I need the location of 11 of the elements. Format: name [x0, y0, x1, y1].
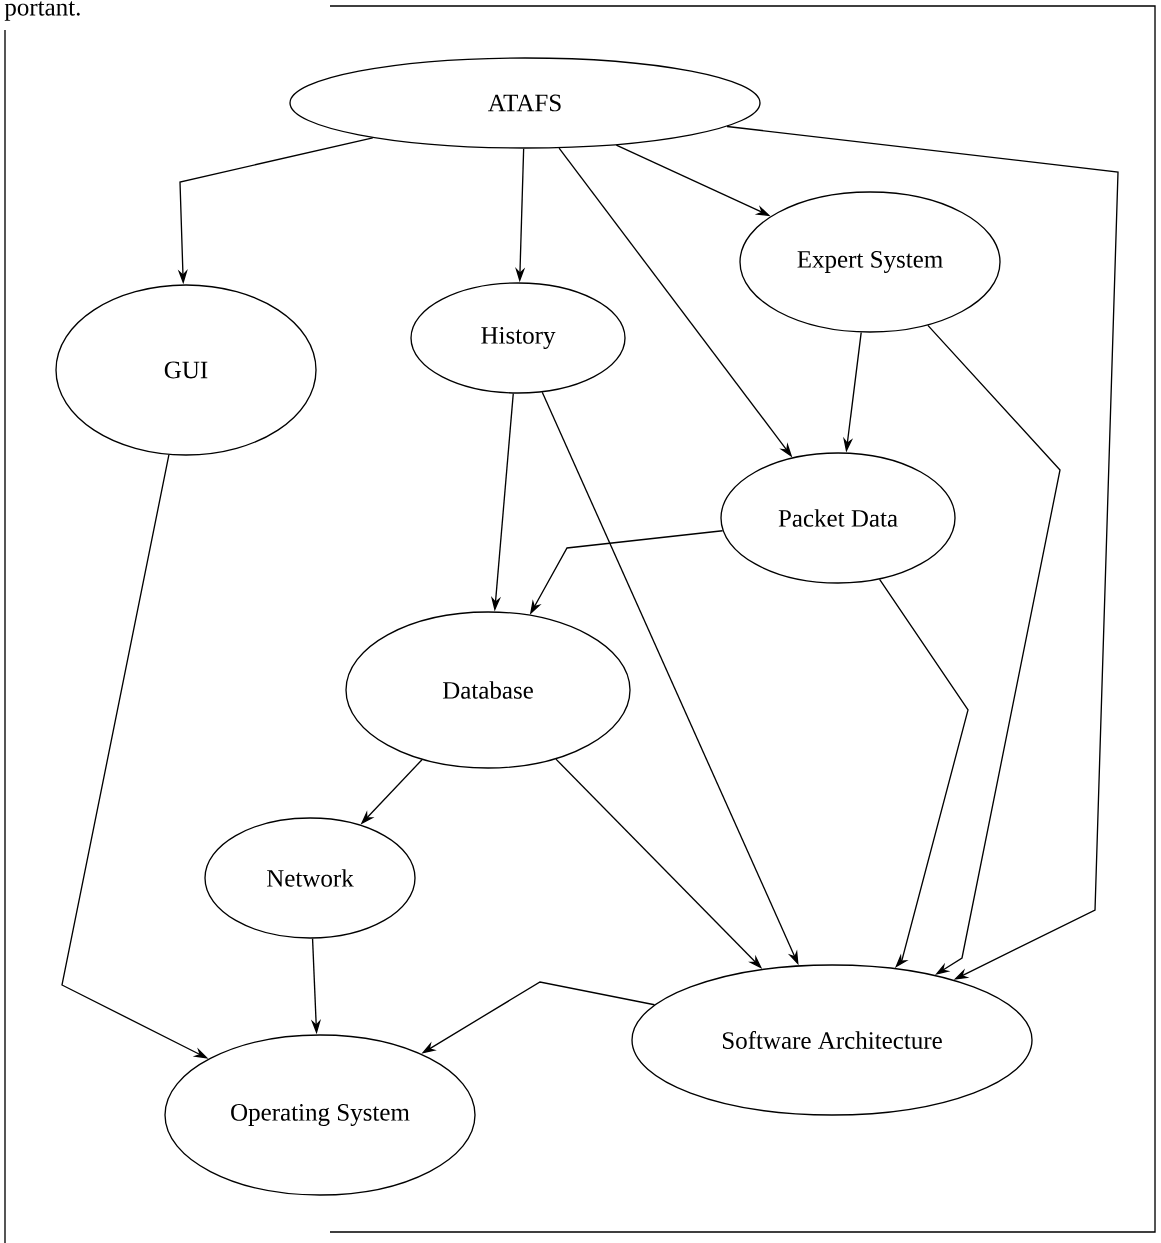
ellipse-node: ATAFS	[289, 57, 761, 149]
ellipse-node: Packet Data	[720, 452, 956, 584]
ellipse-node: Database	[345, 611, 631, 769]
ellipse-node: GUI	[55, 284, 317, 456]
arrow	[726, 125, 1119, 980]
ellipse-node: Software Architecture	[631, 964, 1033, 1116]
ellipse-node: Expert System	[739, 191, 1001, 333]
ellipse-node: Operating System	[164, 1034, 476, 1196]
text-fragment: portant.	[4, 1, 80, 21]
ellipse-node: History	[410, 282, 626, 394]
ellipse-node: Network	[204, 817, 416, 939]
